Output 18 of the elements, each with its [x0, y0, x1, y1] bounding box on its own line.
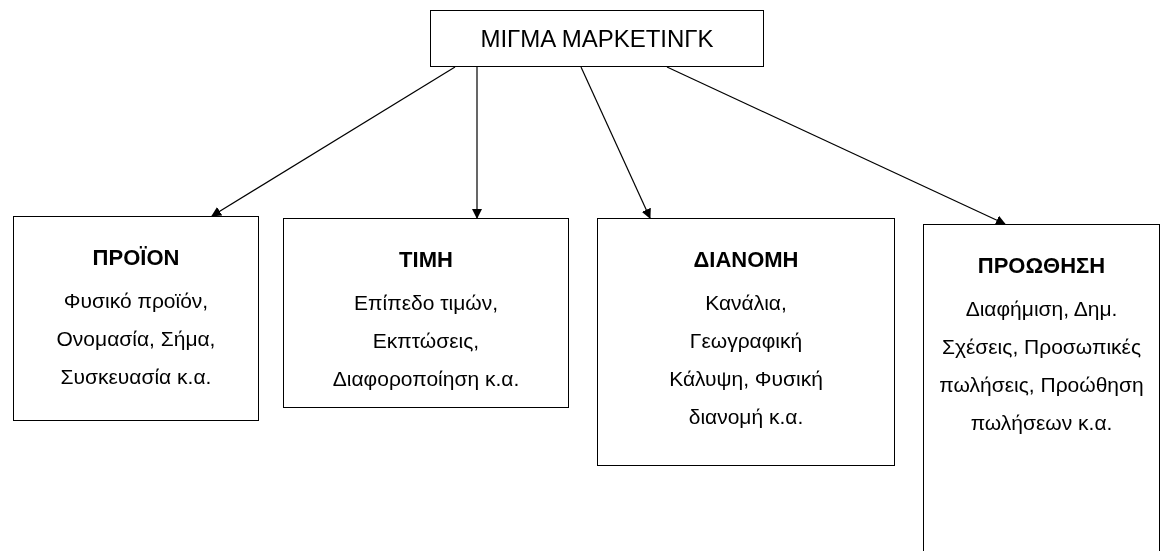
arrow: [211, 66, 456, 217]
category-box: [597, 218, 895, 466]
box-heading: ΠΡΟΩΘΗΣΗ: [977, 252, 1106, 280]
arrow: [666, 66, 1006, 225]
category-box: [13, 216, 259, 421]
box-description: Κανάλια, Γεωγραφική Κάλυψη, Φυσική διανομή κ.α.: [668, 290, 824, 430]
box-heading: ΤΙΜΗ: [399, 246, 453, 274]
category-box: [923, 224, 1160, 551]
box-description: Διαφήμιση, Δημ. Σχέσεις, Προσωπικές πωλήσεις, Προώθηση πωλήσεων κ.α.: [938, 296, 1145, 436]
category-box: [430, 10, 764, 67]
arrow: [472, 66, 482, 219]
box-description: Επίπεδο τιμών, Εκπτώσεις, Διαφοροποίηση κ.α.: [331, 290, 521, 392]
box-heading: ΠΡΟΪΟΝ: [92, 244, 180, 272]
arrow: [580, 66, 651, 219]
box-description: Φυσικό προϊόν, Ονομασία, Σήμα, Συσκευασία κ.α.: [55, 288, 217, 390]
box-heading: ΔΙΑΝΟΜΗ: [693, 246, 799, 274]
box-label: ΜΙΓΜΑ ΜΑΡΚΕΤΙΝΓΚ: [480, 23, 714, 54]
category-box: [283, 218, 569, 408]
